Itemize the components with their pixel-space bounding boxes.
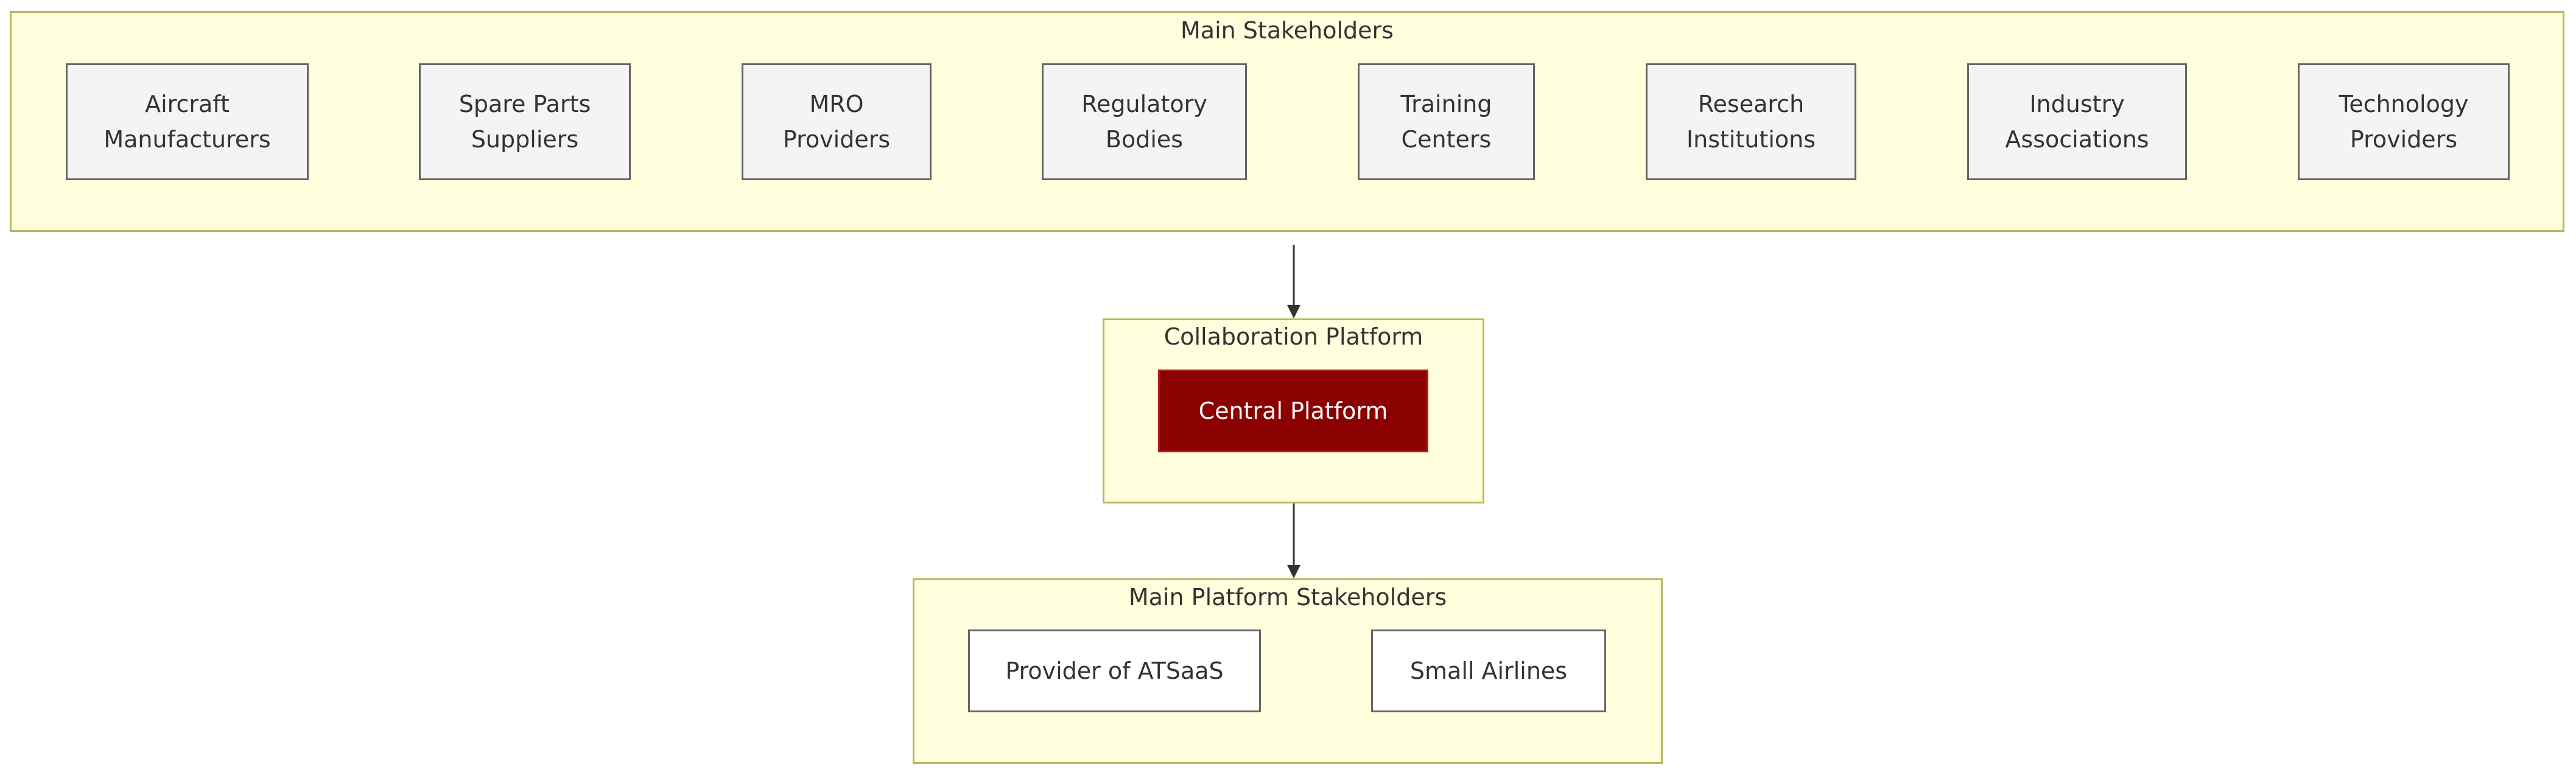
collaboration-platform-title: Collaboration Platform	[1163, 323, 1423, 350]
node-small-airlines[interactable]: Small Airlines	[1371, 629, 1606, 712]
node-industry-associations[interactable]: Industry Associations	[1967, 63, 2187, 180]
platform-stakeholders-title: Main Platform Stakeholders	[1128, 584, 1447, 611]
node-research-institutions[interactable]: Research Institutions	[1646, 63, 1856, 180]
node-mro-providers[interactable]: MRO Providers	[742, 63, 932, 180]
main-stakeholders-title: Main Stakeholders	[1181, 17, 1394, 44]
node-central-platform[interactable]: Central Platform	[1158, 370, 1428, 452]
node-aircraft-manufacturers[interactable]: Aircraft Manufacturers	[66, 63, 309, 180]
node-provider-of-atsaas[interactable]: Provider of ATSaaS	[968, 629, 1261, 712]
node-technology-providers[interactable]: Technology Providers	[2298, 63, 2510, 180]
edge-platform-to-platform-stakeholders	[1287, 503, 1300, 578]
edge-stakeholders-to-platform	[1287, 245, 1300, 318]
node-regulatory-bodies[interactable]: Regulatory Bodies	[1042, 63, 1247, 180]
node-training-centers[interactable]: Training Centers	[1358, 63, 1535, 180]
node-spare-parts-suppliers[interactable]: Spare Parts Suppliers	[419, 63, 631, 180]
